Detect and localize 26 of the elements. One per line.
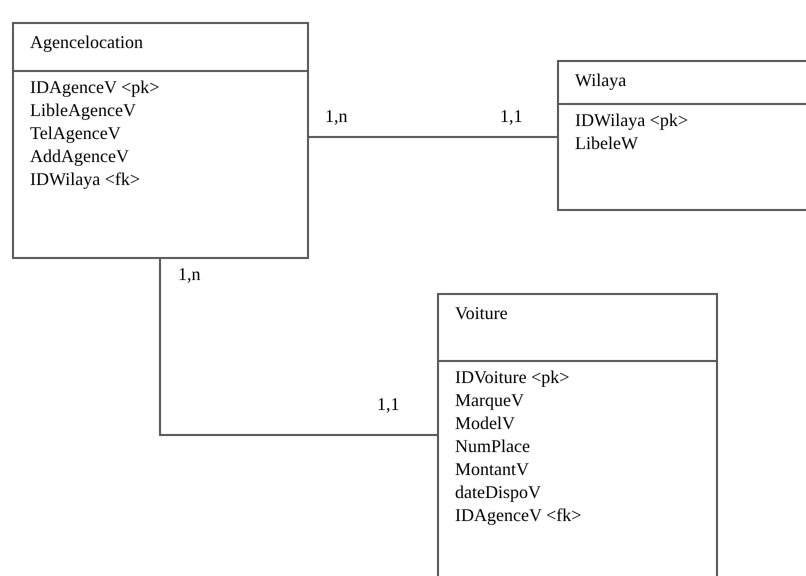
relationship-line	[309, 136, 557, 138]
attribute-name: IDWilaya <pk>	[575, 109, 688, 132]
cardinality-label: 1,n	[325, 106, 348, 127]
attribute-name: TelAgenceV	[30, 122, 121, 145]
attribute-name: MontantV	[455, 458, 529, 481]
attribute-name: IDAgenceV <pk>	[30, 76, 160, 99]
attribute-name: LibeleW	[575, 132, 638, 155]
cardinality-label: 1,1	[500, 106, 522, 127]
cardinality-label: 1,n	[178, 264, 200, 285]
relationship-line	[159, 259, 437, 436]
attribute-name: ModelV	[455, 412, 515, 435]
entity-table	[437, 293, 718, 576]
entity-name: Agencelocation	[30, 32, 143, 53]
attribute-name: IDWilaya <fk>	[30, 168, 140, 191]
attribute-name: LibleAgenceV	[30, 99, 136, 122]
attribute-name: MarqueV	[455, 389, 524, 412]
entity-name: Voiture	[455, 303, 508, 324]
entity-table	[12, 22, 309, 259]
entity-name: Wilaya	[575, 70, 626, 91]
attribute-name: IDAgenceV <fk>	[455, 504, 582, 527]
attribute-name: IDVoiture <pk>	[455, 366, 570, 389]
entity-table	[557, 60, 806, 211]
attribute-name: dateDispoV	[455, 481, 541, 504]
attribute-name: NumPlace	[455, 435, 530, 458]
attribute-name: AddAgenceV	[30, 145, 129, 168]
cardinality-label: 1,1	[377, 394, 400, 415]
